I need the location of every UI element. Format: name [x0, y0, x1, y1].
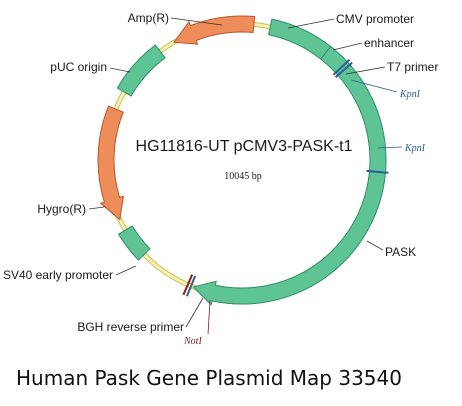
not1-site-label: NotI [183, 336, 202, 347]
bgh-label: BGH reverse primer [77, 320, 184, 334]
bgh-primer-tick [185, 275, 197, 297]
t7-primer-tick [332, 58, 351, 76]
kpn1-site-label-2: KpnI [404, 143, 426, 154]
t7-primer-label: T7 primer [387, 60, 438, 74]
puc-origin-segment [116, 44, 166, 97]
hygro-arrow [97, 105, 125, 221]
kpn1-leader-1 [350, 79, 398, 93]
t7-leader [345, 66, 386, 75]
pask-arrow [192, 61, 387, 306]
pask-label: PASK [385, 245, 416, 259]
label-leaders [88, 17, 403, 335]
amp-leader [170, 17, 223, 26]
plasmid-size: 10045 bp [224, 171, 262, 182]
bgh-leader [185, 297, 204, 328]
kpn1-site-label-1: KpnI [399, 89, 421, 100]
plasmid-title: HG11816-UT pCMV3-PASK-t1 [136, 138, 353, 155]
figure-caption: Human Pask Gene Plasmid Map 33540 [16, 366, 402, 390]
cmv-leader [287, 18, 335, 29]
hygro-label: Hygro(R) [37, 202, 86, 216]
amp-arrow [173, 15, 256, 45]
cmv-promoter-label: CMV promoter [336, 12, 414, 26]
kpn1-tick-2 [366, 169, 389, 174]
puc-origin-label: pUC origin [50, 60, 107, 74]
cmv-promoter-segment [268, 18, 332, 60]
sv40-segment [117, 225, 151, 261]
kpn1-leader-2 [377, 146, 403, 149]
hygro-leader [88, 206, 105, 210]
pask-leader [366, 240, 384, 251]
enhancer-leader [332, 42, 363, 51]
sv40-leader [115, 265, 137, 276]
puc-leader [109, 67, 131, 73]
not1-tick [182, 274, 194, 296]
enhancer-label: enhancer [364, 36, 414, 50]
amp-label: Amp(R) [128, 11, 169, 25]
not1-leader [207, 299, 211, 335]
plasmid-ring [97, 15, 389, 306]
kpn1-tick-1 [334, 61, 353, 78]
sv40-label: SV40 early promoter [3, 268, 113, 282]
